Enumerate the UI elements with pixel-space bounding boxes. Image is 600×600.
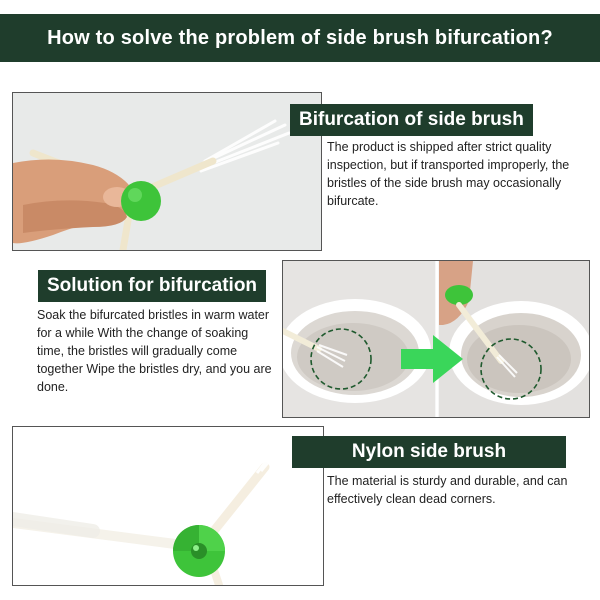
nylon-heading-text: Nylon side brush <box>351 441 507 462</box>
nylon-description: The material is sturdy and durable, and … <box>327 474 568 506</box>
bifurcation-heading: Bifurcation of side brush <box>290 104 533 136</box>
solution-description: Soak the bifurcated bristles in warm wat… <box>37 308 272 394</box>
soaking-photo <box>282 260 590 418</box>
bifurcation-heading-text: Bifurcation of side brush <box>299 109 524 130</box>
nylon-heading: Nylon side brush <box>292 436 566 468</box>
green-arrow-icon <box>401 335 463 383</box>
bifurcation-description: The product is shipped after strict qual… <box>327 140 570 208</box>
nylon-brush-photo <box>12 426 324 586</box>
title-banner: How to solve the problem of side brush b… <box>0 14 600 62</box>
solution-heading-text: Solution for bifurcation <box>47 275 258 296</box>
page-title: How to solve the problem of side brush b… <box>47 26 553 49</box>
bifurcated-brush-photo <box>12 92 322 251</box>
solution-heading: Solution for bifurcation <box>38 270 267 302</box>
